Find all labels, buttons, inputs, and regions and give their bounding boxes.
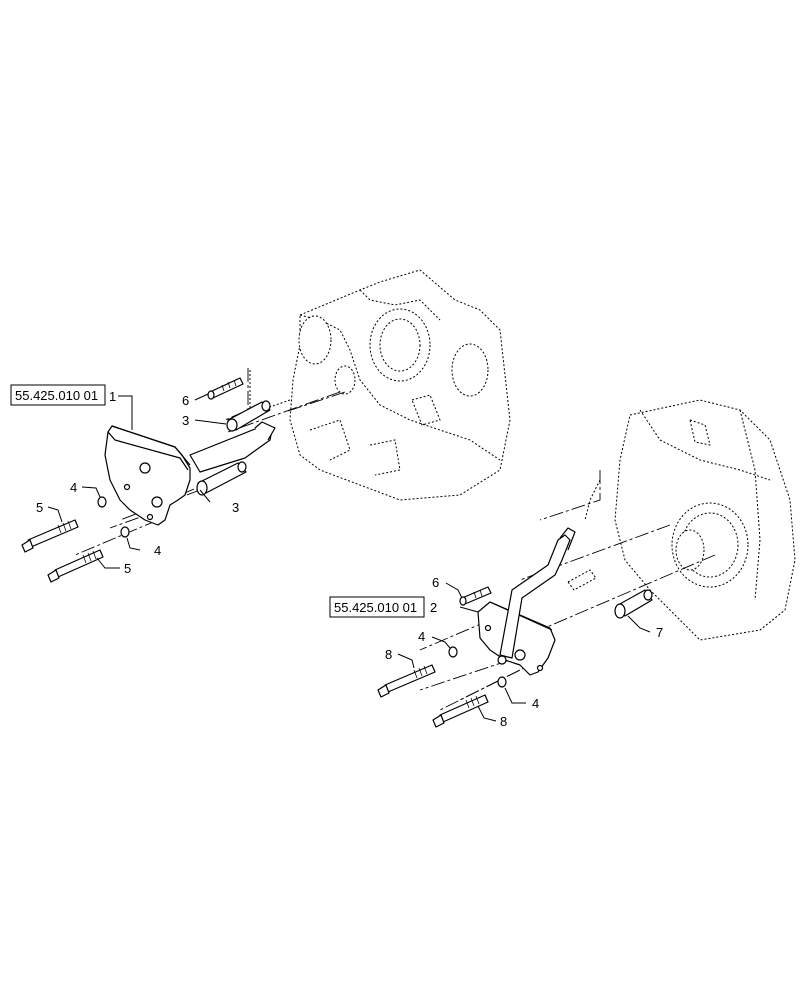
callout-8-lower-a: 8 <box>385 647 392 662</box>
upper-pin-top <box>226 400 271 432</box>
lower-bracket <box>477 601 556 676</box>
lower-pin <box>614 589 653 619</box>
upper-bracket <box>104 425 191 526</box>
upper-reference-box[interactable]: 55.425.010 01 <box>10 384 106 406</box>
callout-5-upper-b: 5 <box>124 561 131 576</box>
upper-pin-bottom <box>196 461 247 496</box>
lower-reference-text: 55.425.010 01 <box>334 600 417 615</box>
lower-screw <box>459 586 492 606</box>
callout-4-lower-b: 4 <box>532 696 539 711</box>
callout-leaders <box>47 393 651 722</box>
upper-housing-ghost <box>229 269 511 501</box>
lower-reference-box[interactable]: 55.425.010 01 <box>329 596 425 618</box>
lower-washer-a <box>448 646 458 658</box>
callout-4-upper-a: 4 <box>70 480 77 495</box>
lower-lever-arm <box>497 527 576 665</box>
upper-bolt-b <box>47 549 104 583</box>
callout-3-upper-bottom: 3 <box>232 500 239 515</box>
lower-center-lines <box>419 470 716 711</box>
callout-7: 7 <box>656 625 663 640</box>
callout-4-upper-b: 4 <box>154 543 161 558</box>
lower-bolt-b <box>432 694 489 728</box>
upper-washer-b <box>120 526 130 538</box>
upper-screw <box>207 377 244 400</box>
upper-bolt-a <box>21 519 79 553</box>
callout-4-lower-a: 4 <box>418 629 425 644</box>
callout-1: 1 <box>109 389 116 404</box>
callout-8-lower-b: 8 <box>500 714 507 729</box>
callout-labels: 1 2 6 3 3 4 5 4 5 6 7 4 8 4 8 <box>36 389 663 729</box>
lower-washer-b <box>497 676 507 688</box>
upper-reference-text: 55.425.010 01 <box>15 388 98 403</box>
upper-lever-arm <box>189 421 276 473</box>
callout-2: 2 <box>430 600 437 615</box>
callout-3-upper-top: 3 <box>182 413 189 428</box>
lower-housing-ghost <box>584 399 796 641</box>
callout-6-upper: 6 <box>182 393 189 408</box>
callout-6-lower: 6 <box>432 575 439 590</box>
lower-bolt-a <box>377 664 436 698</box>
callout-5-upper-a: 5 <box>36 500 43 515</box>
lower-pin-ghost <box>567 569 597 591</box>
upper-washer-a <box>97 496 107 508</box>
